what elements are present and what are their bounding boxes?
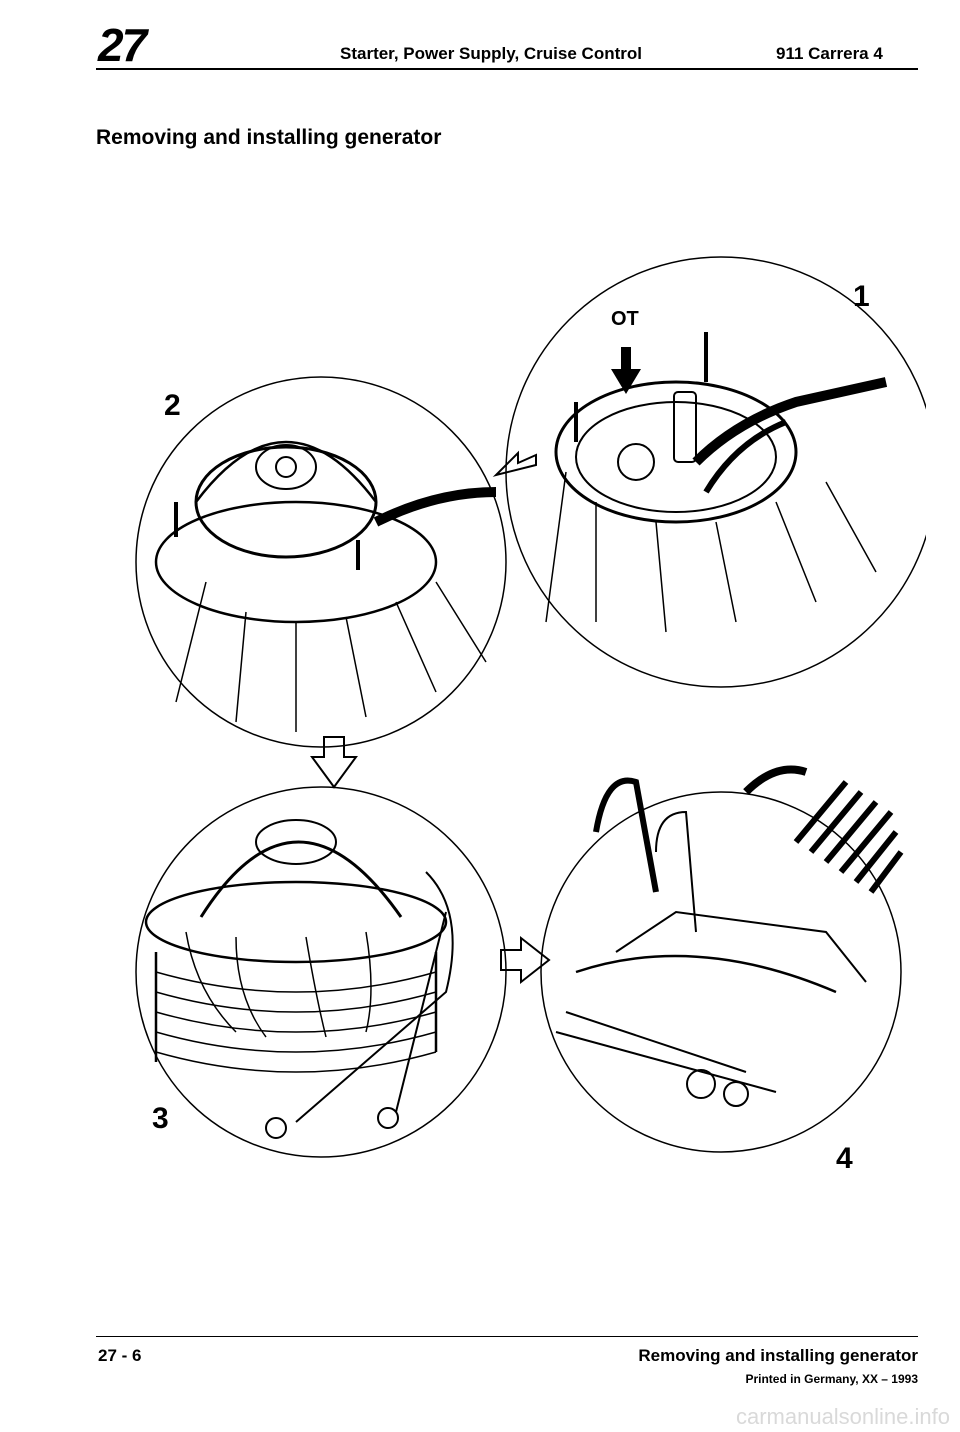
model-name: 911 Carrera 4 [776, 44, 883, 63]
callout-4: 4 [836, 1142, 853, 1175]
footer-rule [96, 1336, 918, 1337]
page-title: Removing and installing generator [96, 126, 442, 149]
detail-circle-3 [135, 786, 507, 1158]
printed-note: Printed in Germany, XX – 1993 [745, 1372, 918, 1386]
detail-circle-2 [135, 376, 507, 748]
page-number: 27 - 6 [98, 1346, 142, 1365]
section-title: Starter, Power Supply, Cruise Control [340, 44, 642, 63]
header-rule [96, 68, 918, 70]
arrow-circle2-to-circle3 [310, 736, 358, 789]
callout-3: 3 [152, 1102, 169, 1135]
arrow-circle3-to-circle4 [500, 935, 551, 985]
callout-1: 1 [853, 280, 870, 313]
ot-label: OT [611, 308, 639, 330]
detail-circle-4 [540, 765, 904, 1153]
watermark: carmanualsonline.info [735, 1404, 950, 1429]
generator-illustration: OT 1 2 3 4 [135, 256, 926, 1175]
chapter-number: 27 [98, 19, 147, 71]
footer-title: Removing and installing generator [638, 1346, 918, 1365]
arrow-circle1-to-circle2 [492, 450, 537, 477]
callout-2: 2 [164, 389, 181, 422]
ot-arrow [611, 347, 641, 394]
detail-circle-1 [505, 256, 926, 688]
